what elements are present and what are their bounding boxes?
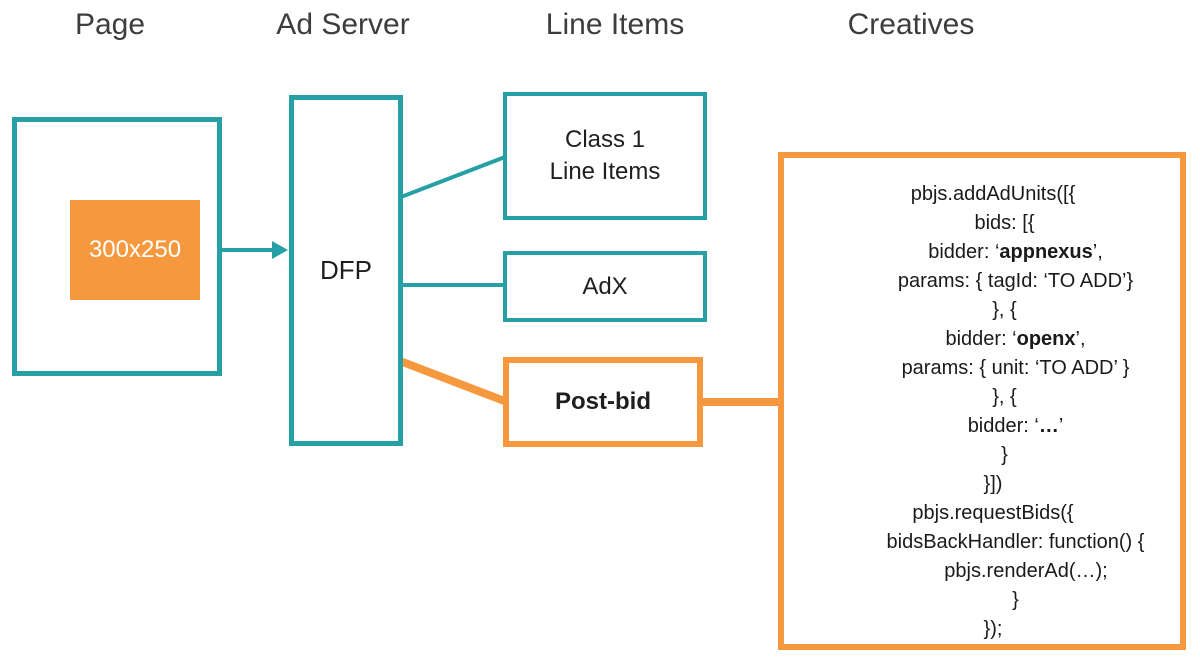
code-line: pbjs.renderAd(…); (944, 560, 1108, 582)
code-line: }, { (992, 386, 1017, 408)
code-line: bidder: ‘openx’, (945, 328, 1086, 350)
code-line: bidder: ‘…’ (967, 415, 1064, 437)
connector-dfp-to-postbid (398, 357, 509, 406)
arrow-right-icon (272, 241, 288, 259)
adx-box: AdX (503, 251, 707, 322)
code-line: }); (983, 618, 1003, 640)
adx-label: AdX (582, 272, 628, 300)
code-line: bidder: ‘appnexus’, (928, 241, 1103, 263)
creatives-code-box: pbjs.addAdUnits([{ bids: [{ bidder: ‘appne… (778, 152, 1186, 650)
column-header-line-items: Line Items (545, 8, 685, 41)
dfp-box: DFP (289, 95, 403, 446)
postbid-box: Post-bid (503, 357, 703, 447)
code-line: params: { tagId: ‘TO ADD’} (897, 270, 1134, 292)
class1-label-line1: Class 1 (564, 126, 646, 153)
column-header-ad-server: Ad Server (276, 8, 410, 41)
class1-label-line2: Line Items (549, 158, 661, 185)
connector-dfp-to-class1 (400, 155, 506, 199)
ad-slot-300x250-box: 300x250 (70, 200, 200, 300)
code-line: bidsBackHandler: function() { (886, 531, 1145, 553)
code-line: params: { unit: ‘TO ADD’ } (901, 357, 1130, 379)
code-line: } (1001, 444, 1008, 466)
prebid-code-snippet: pbjs.addAdUnits([{ bids: [{ bidder: ‘appne… (784, 158, 1180, 644)
dfp-label: DFP (320, 255, 372, 285)
ad-slot-label: 300x250 (88, 236, 182, 263)
column-header-page: Page (74, 8, 146, 41)
code-line: } (1012, 589, 1019, 611)
code-line: pbjs.requestBids({ (912, 502, 1074, 524)
postbid-label: Post-bid (555, 388, 651, 415)
class1-line-items-box: Class 1 Line Items (503, 92, 707, 220)
code-line: bids: [{ (974, 212, 1035, 234)
code-line: }, { (992, 299, 1017, 321)
column-header-creatives: Creatives (847, 8, 975, 41)
code-line: }]) (983, 473, 1003, 495)
code-line: pbjs.addAdUnits([{ (910, 183, 1076, 205)
